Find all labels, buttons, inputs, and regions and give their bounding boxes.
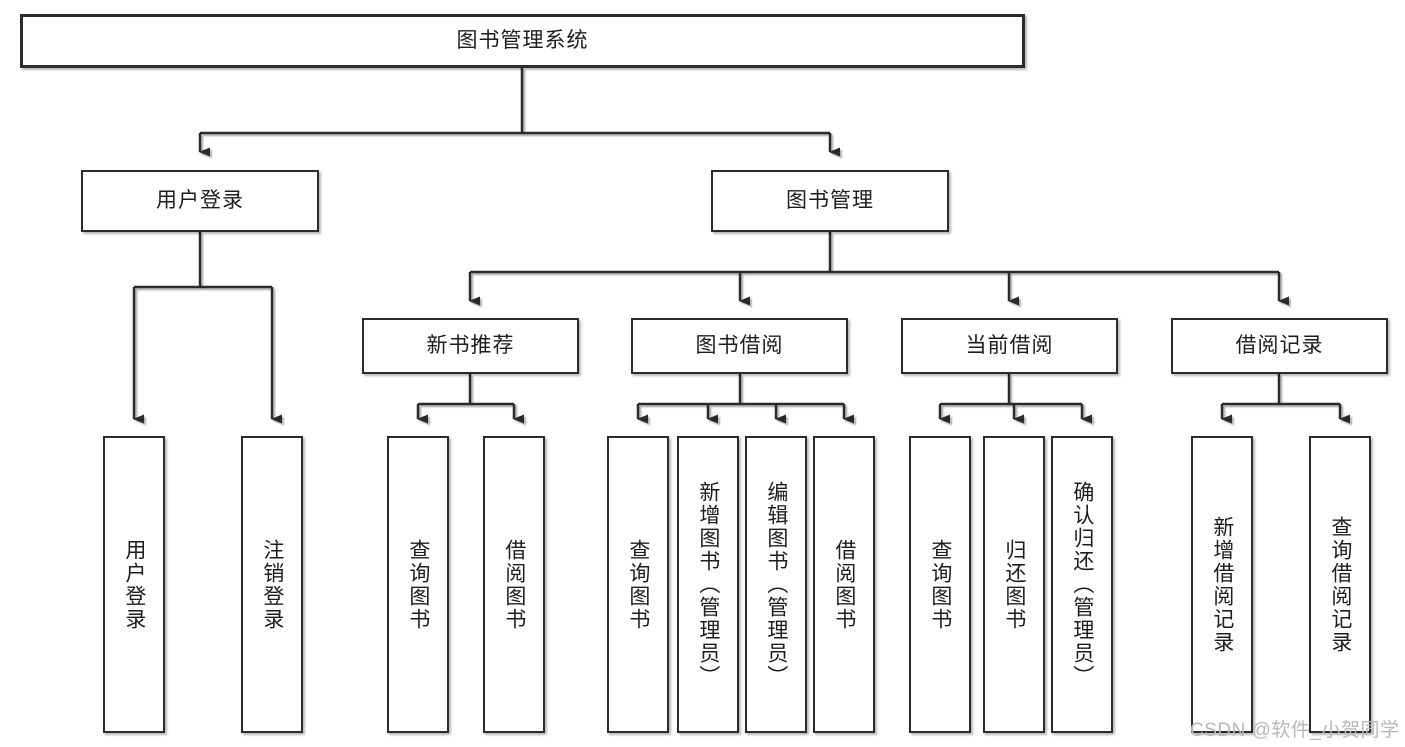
node-root-label: 图书管理系统: [456, 29, 589, 53]
node-leaf-borrow-book-recommend-label: 借阅图书: [502, 538, 526, 631]
node-leaf-add-book[interactable]: 新增图书（管理员）: [677, 436, 739, 733]
node-current-borrow[interactable]: 当前借阅: [901, 318, 1118, 374]
node-leaf-query-book-current[interactable]: 查询图书: [909, 436, 971, 733]
node-borrow-record-label: 借阅记录: [1235, 334, 1324, 358]
node-leaf-borrow-book[interactable]: 借阅图书: [813, 436, 875, 733]
node-leaf-query-record-label: 查询借阅记录: [1328, 515, 1352, 654]
node-book-borrow-label: 图书借阅: [695, 334, 784, 358]
node-leaf-add-record[interactable]: 新增借阅记录: [1191, 436, 1253, 733]
node-leaf-edit-book[interactable]: 编辑图书（管理员）: [745, 436, 807, 733]
node-borrow-record[interactable]: 借阅记录: [1171, 318, 1388, 374]
node-leaf-add-book-label: 新增图书（管理员）: [696, 481, 720, 688]
node-leaf-query-book-borrow[interactable]: 查询图书: [607, 436, 669, 733]
node-leaf-query-book-recommend-label: 查询图书: [406, 538, 430, 631]
node-leaf-borrow-book-label: 借阅图书: [832, 538, 856, 631]
node-book-manage-label: 图书管理: [786, 189, 874, 213]
node-leaf-return-book-label: 归还图书: [1002, 538, 1026, 631]
node-new-book-recommend[interactable]: 新书推荐: [362, 318, 579, 374]
node-leaf-query-book-recommend[interactable]: 查询图书: [387, 436, 449, 733]
node-leaf-query-book-borrow-label: 查询图书: [626, 538, 650, 631]
node-leaf-user-logout-label: 注销登录: [260, 538, 284, 631]
node-leaf-return-book[interactable]: 归还图书: [983, 436, 1045, 733]
node-new-book-recommend-label: 新书推荐: [426, 334, 515, 358]
node-leaf-edit-book-label: 编辑图书（管理员）: [764, 481, 788, 688]
node-leaf-query-record[interactable]: 查询借阅记录: [1309, 436, 1371, 733]
node-user-login-label: 用户登录: [156, 189, 244, 213]
node-current-borrow-label: 当前借阅: [965, 334, 1054, 358]
node-leaf-query-book-current-label: 查询图书: [928, 538, 952, 631]
node-leaf-add-record-label: 新增借阅记录: [1210, 515, 1234, 654]
node-leaf-confirm-return-label: 确认归还（管理员）: [1070, 481, 1094, 688]
node-book-manage[interactable]: 图书管理: [711, 170, 949, 232]
node-leaf-user-login[interactable]: 用户登录: [103, 436, 165, 733]
node-leaf-confirm-return[interactable]: 确认归还（管理员）: [1051, 436, 1113, 733]
node-leaf-user-logout[interactable]: 注销登录: [241, 436, 303, 733]
node-root[interactable]: 图书管理系统: [20, 14, 1025, 68]
csdn-watermark: CSDN @软件_小贺同学: [1190, 720, 1400, 741]
node-leaf-borrow-book-recommend[interactable]: 借阅图书: [483, 436, 545, 733]
node-user-login[interactable]: 用户登录: [81, 170, 319, 232]
node-book-borrow[interactable]: 图书借阅: [631, 318, 848, 374]
node-leaf-user-login-label: 用户登录: [122, 538, 146, 631]
